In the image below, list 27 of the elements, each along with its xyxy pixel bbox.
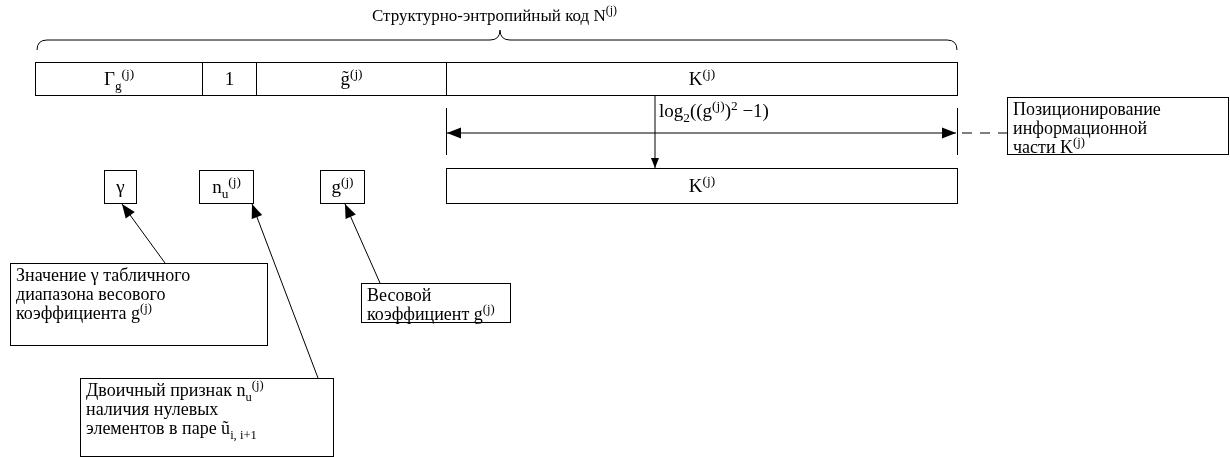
callout-text: Позиционирование информационной части K$^{(j)}$ xyxy=(1013,100,1162,157)
code-field-cell xyxy=(446,168,958,204)
field-symbol: g$^{(j)}$ xyxy=(331,176,354,198)
field-symbol: K$^{(j)}$ xyxy=(688,68,716,90)
diagram-title: Структурно-энтропийный код N$^{(j)}$ xyxy=(372,6,618,26)
callout-box xyxy=(361,283,511,323)
arrow xyxy=(651,95,659,169)
arrow xyxy=(121,203,166,264)
callout-box xyxy=(1007,97,1229,155)
code-field-cell xyxy=(446,62,958,96)
code-field-cell xyxy=(199,170,254,204)
dashed-connector xyxy=(961,132,1008,134)
callout-text: Значение γ табличного диапазона весового коэффициента g$^{(j)}$ xyxy=(16,266,192,323)
code-field-cell xyxy=(320,170,365,204)
field-symbol: γ xyxy=(116,176,125,198)
arrow xyxy=(344,203,381,284)
code-field-cell xyxy=(202,62,257,96)
field-symbol: K$^{(j)}$ xyxy=(688,175,716,197)
callout-box xyxy=(80,378,334,457)
dimension-label: log$_{2}$((g$^{(j)}$)$^{2}$ −1) xyxy=(659,100,769,122)
field-symbol: g̃$^{(j)}$ xyxy=(340,68,363,90)
code-field-cell xyxy=(256,62,447,96)
code-field-cell xyxy=(35,62,203,96)
field-symbol: 1 xyxy=(224,68,235,90)
code-field-cell xyxy=(104,170,137,204)
arrow xyxy=(251,203,319,379)
callout-box xyxy=(10,263,268,346)
